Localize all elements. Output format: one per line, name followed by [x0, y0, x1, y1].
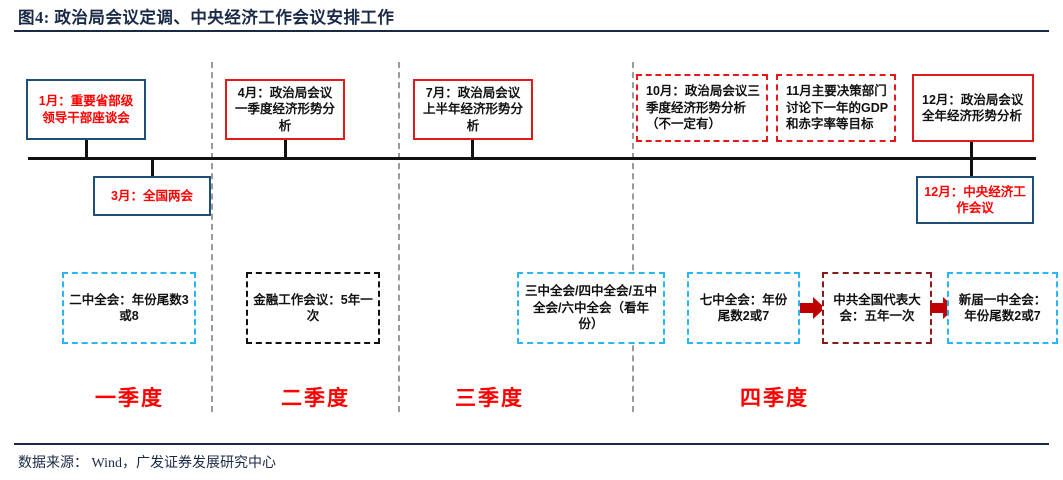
arrow-right-icon-1: [800, 297, 825, 319]
quarter-label-q3: 三季度: [455, 387, 524, 410]
quarter-separator-q3-q4: [632, 62, 634, 412]
event-box-mar-label: 3月：全国两会: [111, 188, 193, 203]
stem-jul: [471, 140, 474, 158]
stem-apr: [284, 140, 287, 158]
event-box-jan[interactable]: 1月：重要省部级领导干部座谈会: [26, 79, 146, 140]
event-box-nov-label: 11月主要决策部门讨论下一年的GDP和赤字率等目标: [786, 84, 889, 132]
timeline-axis: [28, 157, 1036, 160]
quarter-separator-q2-q3: [398, 62, 400, 412]
plenum-box-seventh-plenum-label: 七中全会：年份尾数2或7: [699, 292, 788, 324]
event-box-nov[interactable]: 11月主要决策部门讨论下一年的GDP和赤字率等目标: [776, 74, 896, 142]
event-box-jan-label: 1月：重要省部级领导干部座谈会: [38, 94, 134, 125]
plenum-box-second-plenum-label: 二中全会：年份尾数3或8: [69, 292, 189, 324]
event-box-mar[interactable]: 3月：全国两会: [93, 176, 211, 216]
plenum-box-third-sixth-plenum[interactable]: 三中全会/四中全会/五中全会/六中全会（看年份）: [517, 272, 665, 344]
event-box-dec[interactable]: 12月：政治局会议全年经济形势分析: [912, 74, 1034, 142]
header-divider: [14, 30, 1049, 32]
plenum-box-new-first-plenum[interactable]: 新届一中全会：年份尾数2或7: [947, 272, 1058, 344]
quarter-label-q4: 四季度: [740, 387, 809, 410]
plenum-box-national-congress-label: 中共全国代表大会：五年一次: [833, 292, 921, 324]
plenum-box-national-congress[interactable]: 中共全国代表大会：五年一次: [822, 272, 932, 344]
plenum-box-new-first-plenum-label: 新届一中全会：年份尾数2或7: [958, 292, 1047, 324]
quarter-label-q1: 一季度: [95, 387, 164, 410]
event-box-oct-label: 10月：政治局会议三季度经济形势分析（不一定有）: [646, 84, 760, 132]
figure-source: 数据来源： Wind，广发证券发展研究中心: [18, 456, 277, 471]
event-box-apr[interactable]: 4月：政治局会议一季度经济形势分析: [225, 79, 345, 140]
plenum-box-second-plenum[interactable]: 二中全会：年份尾数3或8: [62, 272, 196, 344]
stem-dec: [970, 140, 973, 158]
stem-jan: [85, 140, 88, 158]
footer-divider: [14, 443, 1049, 445]
event-box-dec-cewc[interactable]: 12月：中央经济工作会议: [916, 176, 1034, 224]
event-box-apr-label: 4月：政治局会议一季度经济形势分析: [234, 85, 335, 133]
stem-dec-cewc: [970, 158, 973, 176]
stem-mar: [151, 158, 154, 176]
event-box-jul-label: 7月：政治局会议上半年经济形势分析: [422, 85, 523, 133]
plenum-box-finance-work-conf[interactable]: 金融工作会议：5年一次: [246, 272, 380, 344]
figure-title: 图4: 政治局会议定调、中央经济工作会议安排工作: [18, 8, 395, 27]
event-box-dec-label: 12月：政治局会议全年经济形势分析: [922, 92, 1024, 124]
event-box-dec-cewc-label: 12月：中央经济工作会议: [924, 184, 1026, 216]
event-box-oct[interactable]: 10月：政治局会议三季度经济形势分析（不一定有）: [636, 74, 768, 142]
plenum-box-third-sixth-plenum-label: 三中全会/四中全会/五中全会/六中全会（看年份）: [525, 284, 657, 332]
quarter-separator-q1-q2: [211, 62, 213, 412]
plenum-box-finance-work-conf-label: 金融工作会议：5年一次: [253, 292, 373, 324]
event-box-jul[interactable]: 7月：政治局会议上半年经济形势分析: [413, 79, 533, 140]
plenum-box-seventh-plenum[interactable]: 七中全会：年份尾数2或7: [687, 272, 800, 344]
quarter-label-q2: 二季度: [281, 387, 350, 410]
